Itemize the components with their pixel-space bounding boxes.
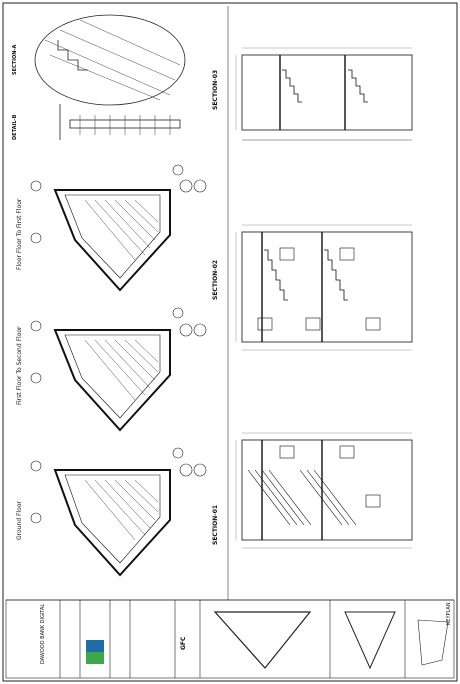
plan-title-second: First Floor To Second Floor	[16, 326, 23, 405]
plan-ground-floor	[53, 189, 171, 292]
project-name: DAWOOD BANK DIGITAL	[40, 603, 46, 664]
grid-bubbles	[30, 164, 207, 524]
section-title-02: SECTION-02	[212, 259, 219, 300]
section-a-title: SECTION-A	[12, 44, 18, 75]
title-block	[5, 599, 455, 679]
plan-title-first: Floor Floor To First Floor	[16, 198, 23, 270]
detail-b	[59, 104, 181, 140]
plan-first-floor	[53, 469, 171, 577]
section-03	[241, 54, 413, 141]
plan-title-ground: Ground Floor	[16, 501, 23, 540]
section-02	[241, 231, 413, 343]
sheet-number: GFC	[180, 636, 187, 650]
section-a-detail	[34, 14, 186, 106]
keyplan-label: KEYPLAN	[446, 602, 452, 625]
dimension-lines	[235, 47, 412, 549]
section-title-03: SECTION-03	[212, 69, 219, 110]
detail-b-title: DETAIL-B	[12, 114, 18, 140]
keyplan	[417, 619, 449, 666]
plan-second-floor	[53, 329, 171, 432]
section-title-01: SECTION-01	[212, 504, 219, 545]
section-01	[241, 439, 413, 541]
